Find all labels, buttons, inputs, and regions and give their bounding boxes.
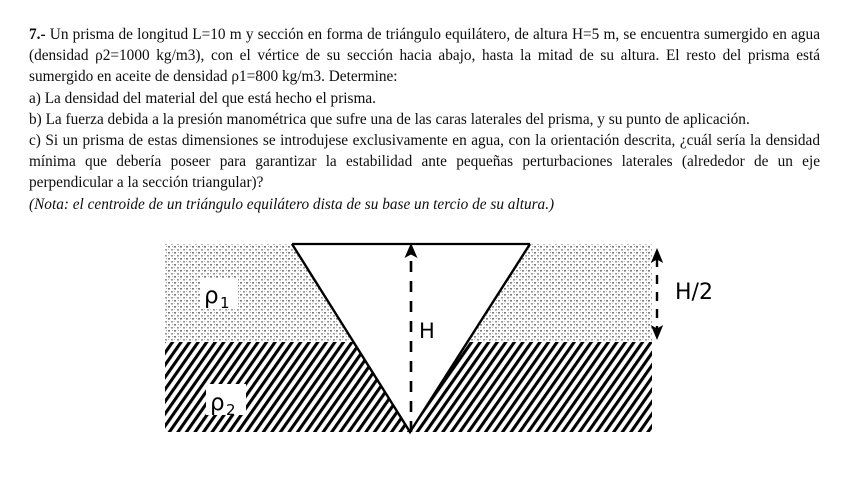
half-height-arrow-head-up xyxy=(650,248,664,263)
problem-text-block: 7.- Un prisma de longitud L=10 m y secci… xyxy=(29,24,820,215)
figure-prism-in-fluids: H H/2 ρ 1 ρ 2 xyxy=(0,228,848,477)
problem-note: (Nota: el centroide de un triángulo equi… xyxy=(29,195,555,213)
half-height-label: H/2 xyxy=(675,280,713,305)
water-density-label-subscript: 2 xyxy=(226,401,236,419)
height-dimension-arrow xyxy=(404,243,418,432)
half-height-arrow-head-down xyxy=(650,325,664,340)
problem-item-a: a) La densidad del material del que está… xyxy=(29,89,377,107)
oil-density-label: ρ xyxy=(204,283,219,309)
problem-statement: 7.- Un prisma de longitud L=10 m y secci… xyxy=(29,24,820,88)
problem-item-c: c) Si un prisma de estas dimensiones se … xyxy=(29,132,820,192)
height-label: H xyxy=(419,319,435,343)
water-density-label-backdrop xyxy=(206,384,246,415)
water-density-label: ρ xyxy=(210,390,225,416)
problem-statement-text: Un prisma de longitud L=10 m y sección e… xyxy=(29,26,820,86)
height-arrow-head-up xyxy=(404,243,418,258)
half-height-dimension-arrow xyxy=(650,248,664,340)
oil-density-label-backdrop xyxy=(200,278,238,308)
problem-number: 7.- xyxy=(29,26,46,43)
oil-density-label-group: ρ 1 xyxy=(200,278,238,312)
problem-item-b: b) La fuerza debida a la presión manomét… xyxy=(29,110,750,128)
water-density-label-group: ρ 2 xyxy=(206,384,246,419)
oil-density-label-subscript: 1 xyxy=(220,294,230,312)
